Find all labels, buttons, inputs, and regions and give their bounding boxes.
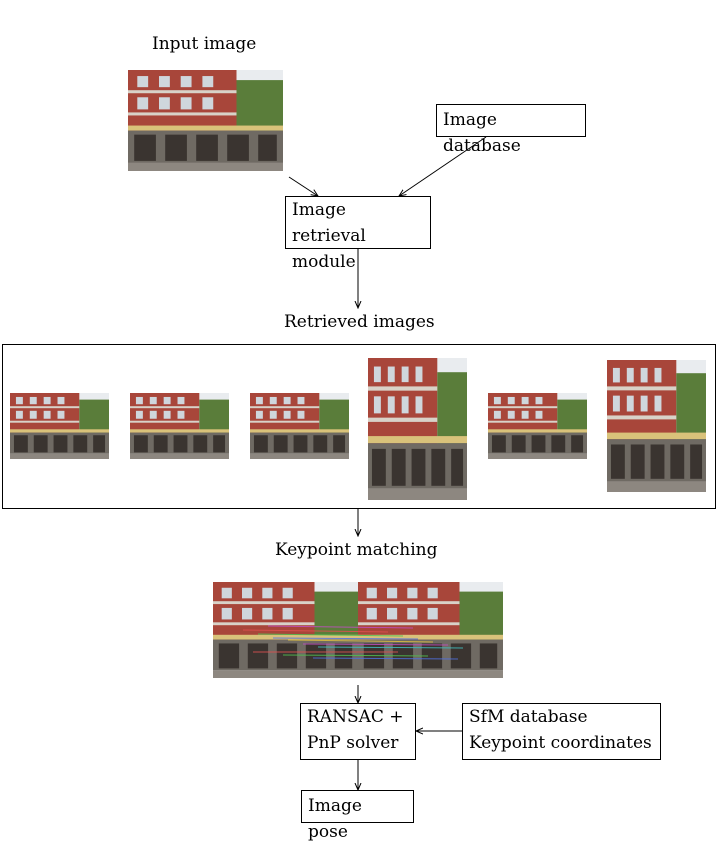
retrieved-image [130,393,229,459]
image-retrieval-line1: Image retrieval [292,200,366,246]
sfm-line2: Keypoint coordinates [469,733,652,753]
input-image-photo [128,70,283,171]
retrieved-images-frame [2,344,716,509]
image-pose-label: Image pose [308,796,362,842]
retrieved-image [488,393,587,459]
retrieved-images-label: Retrieved images [284,312,435,332]
keypoint-matching-label: Keypoint matching [275,540,438,560]
sfm-line1: SfM database [469,707,588,727]
arrow-input-to-retrieval [288,176,318,196]
ransac-line1: RANSAC + [307,707,404,727]
retrieved-image [368,358,467,500]
image-database-label: Image database [443,110,521,156]
image-pose-box: Image pose [301,790,414,842]
ransac-pnp-box: RANSAC + PnP solver [300,703,416,760]
image-retrieval-module-box: Image retrieval module [285,196,431,272]
sfm-database-box: SfM database Keypoint coordinates [462,703,661,760]
keypoint-match-lines [242,625,464,660]
retrieved-image [607,360,706,492]
input-image-label: Input image [152,34,257,54]
retrieved-image [10,393,109,459]
image-database-box: Image database [436,104,586,156]
ransac-line2: PnP solver [307,733,399,753]
retrieved-image [250,393,349,459]
image-retrieval-line2: module [292,252,356,272]
